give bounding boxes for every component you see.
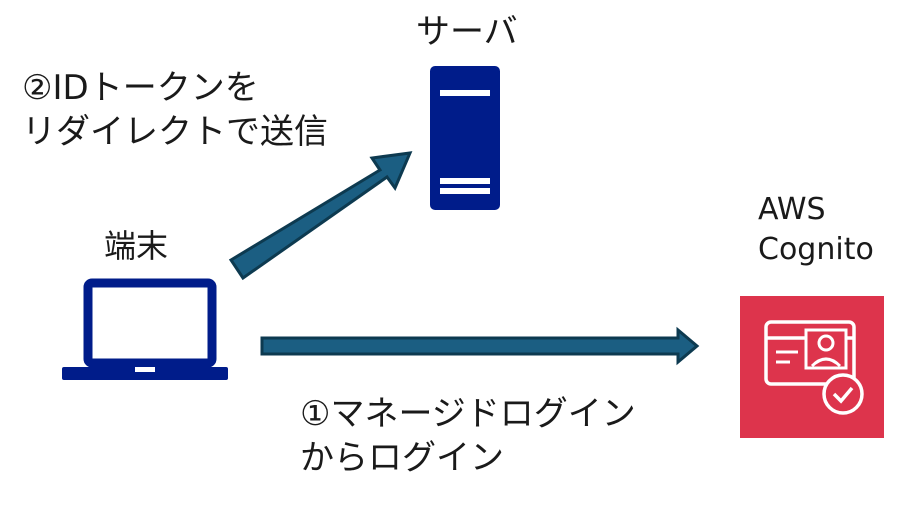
cognito-label-line-1: AWS [758, 192, 826, 227]
cognito-icon [740, 296, 884, 438]
step2-label: ②IDトークンを リダイレクトで送信 [22, 66, 328, 154]
step1-line-1: ①マネージドログイン [300, 394, 636, 434]
arrow-to-server [228, 151, 413, 281]
step1-label: ①マネージドログイン からログイン [300, 392, 636, 480]
cognito-label-line-2: Cognito [758, 232, 874, 267]
cognito-label: AWS Cognito [758, 190, 874, 270]
step1-line-2: からログイン [300, 438, 504, 478]
arrow-to-cognito [260, 326, 700, 366]
terminal-label: 端末 [104, 227, 169, 265]
step2-line-1: ②IDトークンを [22, 68, 259, 108]
server-label: サーバ [416, 12, 518, 52]
server-icon [430, 66, 500, 210]
step2-line-2: リダイレクトで送信 [22, 112, 328, 152]
laptop-icon [62, 278, 228, 380]
